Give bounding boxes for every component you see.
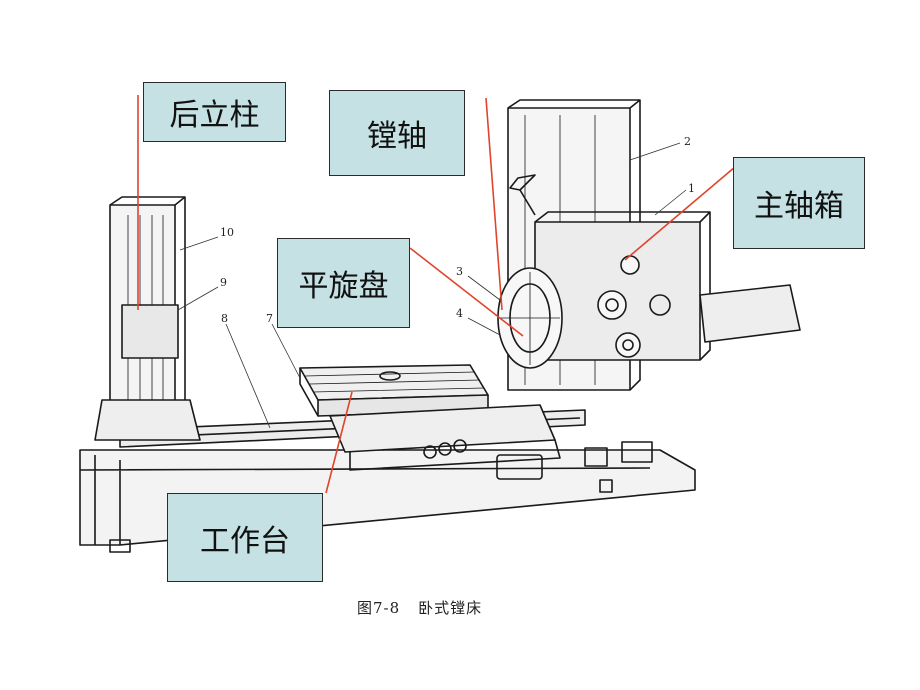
leader-worktable bbox=[325, 391, 353, 494]
callout-number: 3 bbox=[456, 265, 463, 278]
leader-boring-spindle bbox=[485, 97, 503, 311]
label-rear-column: 后立柱 bbox=[143, 82, 286, 142]
callout-number: 4 bbox=[456, 307, 463, 320]
callout-number: 2 bbox=[684, 135, 691, 148]
callout-number: 7 bbox=[266, 312, 273, 325]
label-headstock: 主轴箱 bbox=[733, 157, 865, 249]
leader-headstock bbox=[624, 166, 736, 261]
leader-facing-head bbox=[409, 247, 524, 337]
figure-caption: 图7-8 卧式镗床 bbox=[357, 597, 500, 618]
figure-title: 卧式镗床 bbox=[418, 599, 483, 617]
callout-number: 9 bbox=[220, 276, 227, 289]
figure-number: 图7-8 bbox=[357, 599, 401, 617]
callout-number: 10 bbox=[220, 226, 234, 239]
label-facing-head: 平旋盘 bbox=[277, 238, 410, 328]
label-worktable: 工作台 bbox=[167, 493, 323, 582]
callout-number: 8 bbox=[221, 312, 228, 325]
boring-spindle-bar bbox=[699, 284, 801, 343]
callout-number: 1 bbox=[688, 182, 695, 195]
label-boring-spindle: 镗轴 bbox=[329, 90, 465, 176]
worktable-top bbox=[299, 364, 489, 401]
